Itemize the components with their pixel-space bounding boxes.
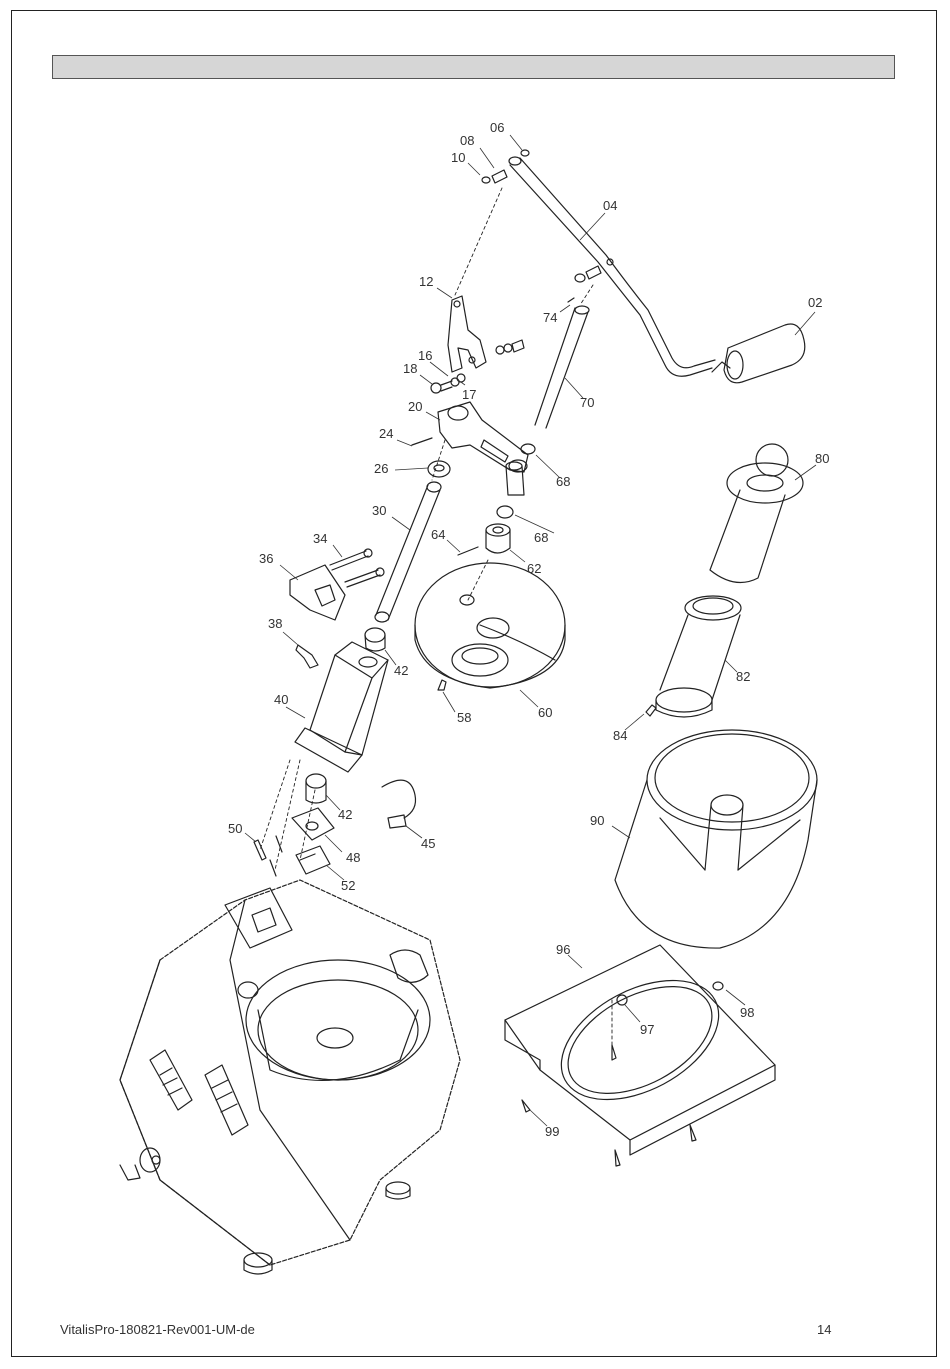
lever-arm (509, 157, 715, 376)
callout-62: 62 (527, 561, 541, 576)
tube-screw (646, 705, 656, 716)
callout-70: 70 (580, 395, 594, 410)
callout-84: 84 (613, 728, 627, 743)
callout-17: 17 (462, 387, 476, 402)
callout-68-upper: 68 (556, 474, 570, 489)
assembly-guide-lines (260, 188, 612, 1045)
callout-80: 80 (815, 451, 829, 466)
callout-45: 45 (421, 836, 435, 851)
washer (428, 461, 450, 477)
footer-page-number: 14 (817, 1322, 831, 1337)
sensor-cable (382, 780, 416, 828)
callout-12: 12 (419, 274, 433, 289)
callout-02: 02 (808, 295, 822, 310)
pin (412, 438, 432, 445)
callout-18: 18 (403, 361, 417, 376)
callout-74: 74 (543, 310, 557, 325)
callout-99: 99 (545, 1124, 559, 1139)
callout-52: 52 (341, 878, 355, 893)
callout-16: 16 (418, 348, 432, 363)
callout-96: 96 (556, 942, 570, 957)
callout-68-lower: 68 (534, 530, 548, 545)
switch-housing (295, 642, 388, 772)
callout-42-bottom: 42 (338, 807, 352, 822)
callout-38: 38 (268, 616, 282, 631)
callout-58: 58 (457, 710, 471, 725)
callout-26: 26 (374, 461, 388, 476)
food-pusher (710, 444, 803, 583)
callout-24: 24 (379, 426, 393, 441)
footer-document-id: VitalisPro-180821-Rev001-UM-de (60, 1322, 255, 1337)
callout-98: 98 (740, 1005, 754, 1020)
lid-plate (415, 563, 565, 688)
callout-04: 04 (603, 198, 617, 213)
screws-washers (431, 374, 465, 393)
bolts (330, 549, 384, 587)
callout-08: 08 (460, 133, 474, 148)
lower-bushing (486, 506, 513, 553)
label-leaders (245, 135, 816, 1126)
callout-20: 20 (408, 399, 422, 414)
callout-64: 64 (431, 527, 445, 542)
handle-grip (712, 324, 805, 383)
machine-base (120, 880, 460, 1274)
callout-48: 48 (346, 850, 360, 865)
lever-bracket (448, 296, 524, 372)
callout-36: 36 (259, 551, 273, 566)
microswitch (296, 846, 330, 874)
set-pin (458, 547, 478, 555)
callout-60: 60 (538, 705, 552, 720)
bowl (615, 730, 817, 948)
upper-bushing (506, 444, 535, 495)
callout-06: 06 (490, 120, 504, 135)
callout-50: 50 (228, 821, 242, 836)
callout-90: 90 (590, 813, 604, 828)
lid-screw (438, 680, 446, 690)
lower-sleeve (306, 774, 326, 803)
callout-82: 82 (736, 669, 750, 684)
mount-block (290, 565, 345, 620)
callout-42-top: 42 (394, 663, 408, 678)
switch-bracket (292, 808, 334, 840)
callout-30: 30 (372, 503, 386, 518)
callout-10: 10 (451, 150, 465, 165)
callout-40: 40 (274, 692, 288, 707)
upper-sleeve (365, 628, 385, 651)
feed-tube (656, 596, 741, 717)
callout-34: 34 (313, 531, 327, 546)
mount-screw (296, 645, 318, 668)
callout-97: 97 (640, 1022, 654, 1037)
